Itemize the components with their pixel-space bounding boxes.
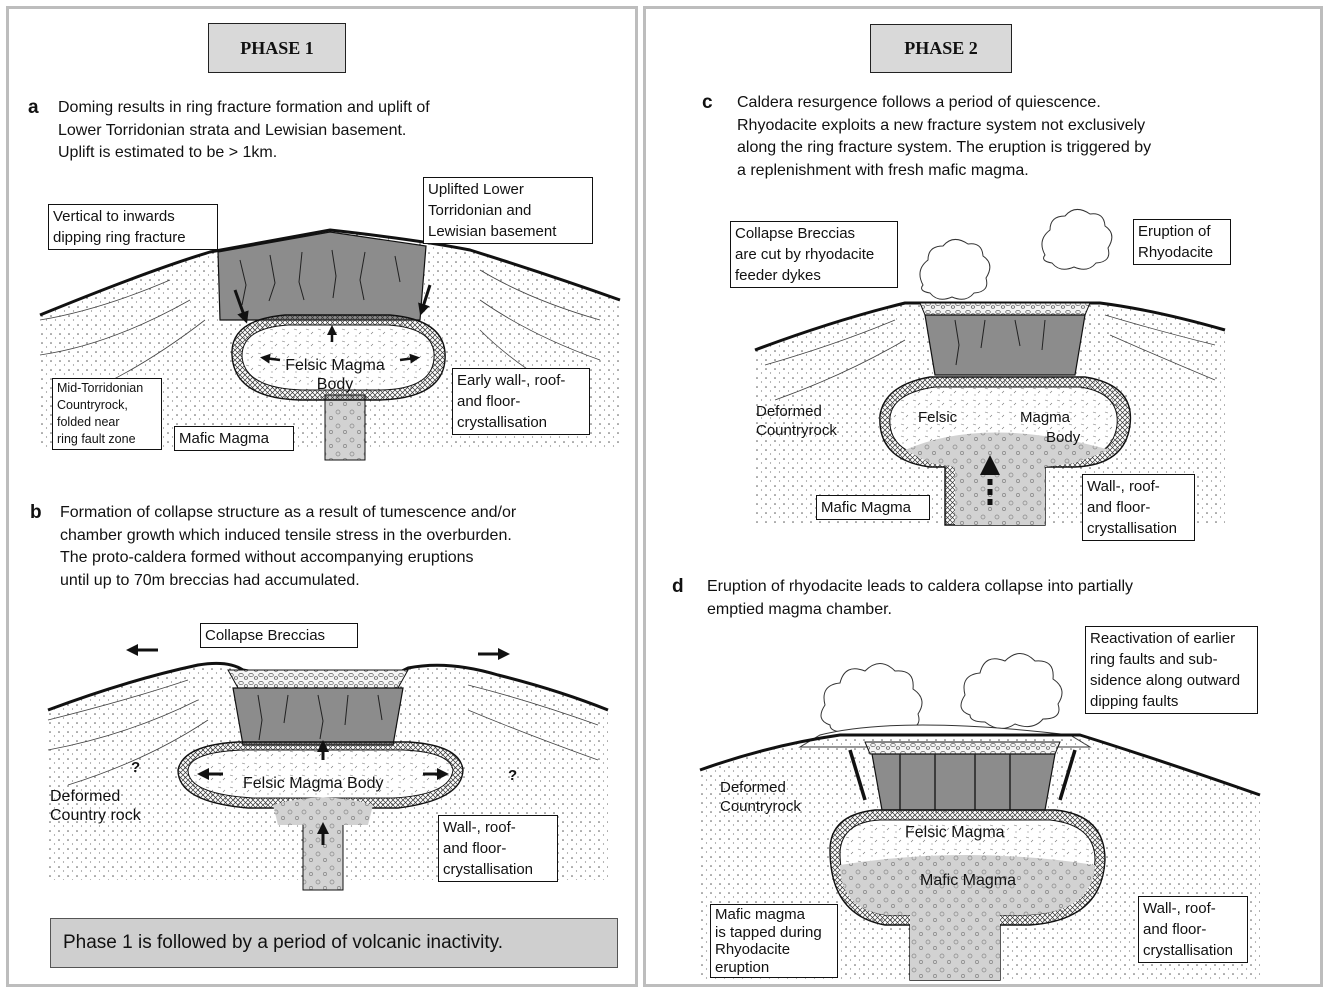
mafic-pool-b: [273, 798, 373, 826]
panel-d-letter: d: [672, 576, 684, 598]
panel-a-caption: Doming results in ring fracture formatio…: [58, 97, 430, 165]
panel-d-caption: Eruption of rhyodacite leads to caldera …: [707, 576, 1133, 621]
label-mafic-tapped: Mafic magma is tapped during Rhyodacite …: [710, 904, 838, 978]
label-felsic-body-a: Felsic Magma Body: [280, 356, 390, 394]
panel-b-letter: b: [30, 502, 42, 524]
eruption-clouds-c: [920, 209, 1112, 299]
question-mark-right: ?: [508, 766, 517, 785]
phase1-title: PHASE 1: [208, 23, 346, 73]
phase1-footer-note: Phase 1 is followed by a period of volca…: [50, 918, 618, 968]
label-mafic-magma-d: Mafic Magma: [920, 871, 1016, 890]
mafic-conduit-b: [303, 815, 343, 890]
panel-c-caption: Caldera resurgence follows a period of q…: [737, 92, 1151, 182]
label-body-c: Body: [1046, 428, 1080, 447]
panel-a-letter: a: [28, 97, 39, 119]
block-c: [925, 315, 1085, 375]
label-deformed-countryrock-c: Deformed Countryrock: [756, 402, 837, 440]
label-eruption-rhyodacite: Eruption of Rhyodacite: [1133, 219, 1231, 265]
mafic-conduit-a: [325, 395, 365, 460]
label-felsic-magma-d: Felsic Magma: [905, 823, 1005, 842]
label-felsic-c: Felsic: [918, 408, 957, 427]
panel-c-letter: c: [702, 92, 713, 114]
label-crystallisation-b: Wall-, roof- and floor- crystallisation: [438, 815, 558, 882]
label-early-crystallisation: Early wall-, roof- and floor- crystallis…: [452, 368, 590, 435]
label-crystallisation-c: Wall-, roof- and floor- crystallisation: [1082, 474, 1195, 541]
label-felsic-body-b: Felsic Magma Body: [243, 774, 384, 793]
label-mafic-magma-a: Mafic Magma: [174, 426, 294, 451]
label-crystallisation-d: Wall-, roof- and floor- crystallisation: [1138, 896, 1248, 963]
label-collapse-breccias: Collapse Breccias: [200, 623, 358, 648]
label-breccias-cut: Collapse Breccias are cut by rhyodacite …: [730, 221, 898, 288]
collapse-breccias-b: [228, 670, 408, 688]
label-magma-c: Magma: [1020, 408, 1070, 427]
label-deformed-countryrock-d: Deformed Countryrock: [720, 778, 801, 816]
label-mafic-magma-c: Mafic Magma: [816, 495, 930, 520]
panel-b-caption: Formation of collapse structure as a res…: [60, 502, 516, 592]
label-ring-fracture: Vertical to inwards dipping ring fractur…: [48, 204, 218, 250]
label-uplifted-basement: Uplifted Lower Torridonian and Lewisian …: [423, 177, 593, 244]
eruption-clouds-d: [800, 654, 1090, 748]
question-mark-left: ?: [131, 758, 140, 777]
phase2-title: PHASE 2: [870, 24, 1012, 73]
label-reactivation: Reactivation of earlier ring faults and …: [1085, 626, 1258, 714]
label-deformed-country-rock-b: Deformed Country rock: [50, 787, 141, 825]
label-mid-torridonian: Mid-Torridonian Countryrock, folded near…: [52, 378, 162, 450]
